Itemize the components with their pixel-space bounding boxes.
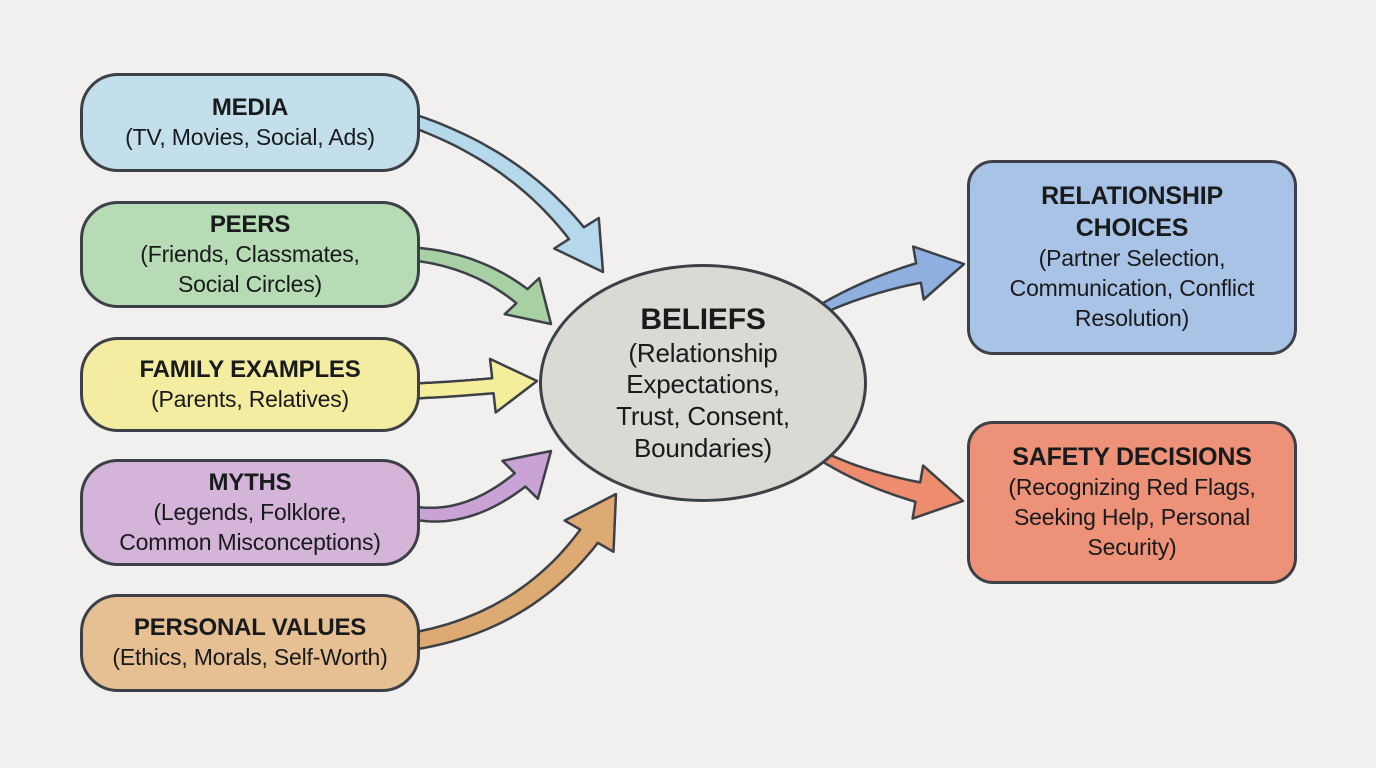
- node-media-subtitle: (TV, Movies, Social, Ads): [125, 123, 375, 150]
- node-media-title: MEDIA: [211, 93, 289, 121]
- arrow-beliefs-to-safety-decisions: [818, 450, 965, 520]
- node-beliefs-subtitle: (Relationship Expectations, Trust, Conse…: [616, 337, 790, 463]
- node-family-examples: FAMILY EXAMPLES (Parents, Relatives): [80, 337, 420, 432]
- node-safety-decisions-subtitle: (Recognizing Red Flags, Seeking Help, Pe…: [1008, 474, 1256, 561]
- arrow-personal-values-to-beliefs: [411, 492, 618, 651]
- node-myths-subtitle: (Legends, Folklore, Common Misconception…: [119, 499, 381, 555]
- node-safety-decisions-title: SAFETY DECISIONS: [1012, 443, 1252, 472]
- node-beliefs: BELIEFS (Relationship Expectations, Trus…: [539, 264, 867, 502]
- node-family-examples-title: FAMILY EXAMPLES: [139, 355, 361, 383]
- arrow-myths-to-beliefs: [411, 449, 553, 523]
- node-media: MEDIA (TV, Movies, Social, Ads): [80, 73, 420, 172]
- node-personal-values: PERSONAL VALUES (Ethics, Morals, Self-Wo…: [80, 594, 420, 692]
- node-beliefs-title: BELIEFS: [640, 302, 766, 336]
- node-peers: PEERS (Friends, Classmates, Social Circl…: [80, 201, 420, 308]
- arrow-family-to-beliefs: [412, 357, 539, 414]
- node-peers-subtitle: (Friends, Classmates, Social Circles): [140, 241, 360, 297]
- node-myths: MYTHS (Legends, Folklore, Common Misconc…: [80, 459, 420, 566]
- node-safety-decisions: SAFETY DECISIONS (Recognizing Red Flags,…: [967, 421, 1297, 584]
- node-myths-title: MYTHS: [208, 469, 292, 497]
- arrow-peers-to-beliefs: [412, 246, 553, 326]
- node-peers-title: PEERS: [209, 211, 291, 239]
- node-relationship-choices-title: RELATIONSHIP CHOICES: [1041, 182, 1223, 242]
- arrow-beliefs-to-relationship-choices: [816, 245, 966, 316]
- node-family-examples-subtitle: (Parents, Relatives): [151, 385, 349, 412]
- node-relationship-choices-subtitle: (Partner Selection, Communication, Confl…: [1009, 244, 1255, 331]
- node-personal-values-subtitle: (Ethics, Morals, Self-Worth): [112, 644, 388, 671]
- node-personal-values-title: PERSONAL VALUES: [133, 614, 367, 642]
- node-relationship-choices: RELATIONSHIP CHOICES (Partner Selection,…: [967, 160, 1297, 355]
- arrow-media-to-beliefs: [410, 113, 605, 274]
